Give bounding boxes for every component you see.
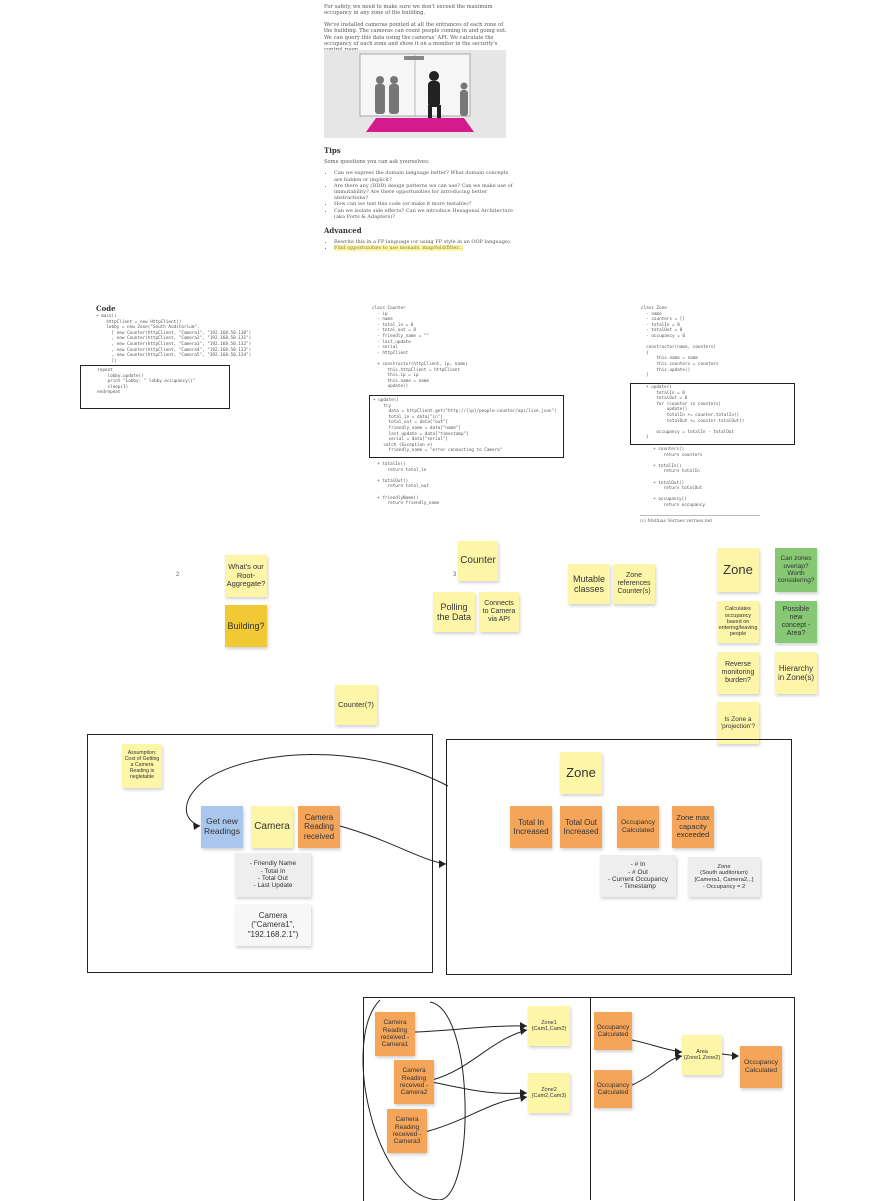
sticky-assumption[interactable]: Assumption: Cost of Getting a Camera Rea… [122, 744, 162, 788]
zone-class-update: + update() totalIn = 0 totalOut = 0 for … [646, 385, 745, 441]
sticky-zone-references[interactable]: Zone references Counter(s) [613, 564, 655, 604]
sticky-can-zones-overlap[interactable]: Can zones overlap? Worth considering? [775, 548, 817, 592]
frame-divider [590, 997, 591, 1200]
sticky-building[interactable]: Building? [225, 605, 267, 647]
sticky-counter[interactable]: Counter [458, 541, 498, 581]
sticky-occupancy-calculated[interactable]: Occupancy Calculated [617, 806, 659, 848]
sticky-reverse-monitoring[interactable]: Reverse monitoring burden? [717, 652, 759, 694]
sticky-area[interactable]: Area {Zone1,Zone2} [682, 1035, 722, 1075]
zone-update-box [630, 383, 795, 445]
zone-class-top: class Zone - name - counters = [] - tota… [641, 306, 719, 379]
advanced-item-highlighted: Find opportunities to use monads, map/fo… [334, 245, 514, 252]
counter-update-box [369, 395, 564, 458]
tip-item: How can we test this code (or make it mo… [334, 201, 514, 207]
camera-example-note[interactable]: Camera ("Camera1", "192.168.2.1") [235, 904, 311, 946]
zone-attributes-note[interactable]: - # In - # Out - Current Occupancy - Tim… [600, 855, 676, 897]
code-heading: Code [96, 304, 116, 313]
marker-number: 3 [453, 572, 457, 578]
tips-section: Tips Some questions you can ask yourselv… [324, 146, 514, 257]
tip-item: Are there any (DDD) design patterns we c… [334, 183, 514, 202]
sticky-area-occupancy[interactable]: Occupancy Calculated [740, 1046, 782, 1088]
sticky-zone-projection[interactable]: Is Zone a 'projection'? [717, 702, 759, 744]
main-code-loop: repeat lobby.update() print "Lobby: " lo… [97, 368, 196, 396]
counter-class-top: class Counter - ip - name - total_in = 0… [372, 306, 468, 390]
sticky-zone2[interactable]: Zone2 {Cam2,Cam3} [528, 1073, 570, 1113]
sticky-get-new-readings[interactable]: Get new Readings [201, 806, 243, 848]
tip-item: Can we isolate side effects? Can we intr… [334, 208, 514, 220]
tips-heading: Tips [324, 146, 341, 155]
sticky-total-out-increased[interactable]: Total Out Increased [560, 806, 602, 848]
main-code-top: + main() httpClient = new HttpClient() l… [96, 314, 252, 364]
sticky-zone-max-capacity[interactable]: Zone max capacity exceeded [672, 806, 714, 848]
sticky-mutable-classes[interactable]: Mutable classes [568, 564, 610, 604]
zone-class-bottom: + counters() return counters + totalIn()… [653, 447, 705, 508]
main-loop-box [80, 365, 230, 409]
tips-intro: Some questions you can ask yourselves: [324, 159, 430, 165]
counter-class-update: + update() try data = httpClient.get("ht… [373, 398, 557, 454]
sticky-zone-title[interactable]: Zone [560, 752, 602, 794]
sticky-camera-reading-received[interactable]: Camera Reading received [298, 806, 340, 848]
sticky-zone1[interactable]: Zone1 {Cam1,Cam2} [528, 1006, 570, 1046]
copyright-text: (c) Mathias Verraes verraes.net [640, 519, 713, 524]
sticky-whats-root-aggregate[interactable]: What's our Root-Aggregate? [225, 555, 267, 597]
tip-item: Can we express the domain language bette… [334, 170, 514, 182]
sticky-total-in-increased[interactable]: Total In Increased [510, 806, 552, 848]
sticky-possible-new-concept[interactable]: Possible new concept - Area? [775, 601, 817, 643]
camera-entrance-illustration [324, 50, 506, 138]
sticky-camera1-reading[interactable]: Camera Reading received - Camera1 [375, 1012, 415, 1056]
copyright-line [640, 515, 760, 516]
multi-zone-frame [363, 997, 795, 1201]
tips-list: Can we express the domain language bette… [324, 170, 514, 220]
zone-context-frame [446, 739, 792, 975]
sticky-camera3-reading[interactable]: Camera Reading received - Camera3 [387, 1109, 427, 1153]
camera-context-frame [87, 734, 433, 973]
advanced-list: Rewrite this in a FP language (or using … [324, 239, 514, 252]
sticky-connects-camera[interactable]: Connects to Camera via API [479, 592, 519, 632]
sticky-zone-heading[interactable]: Zone [717, 548, 759, 592]
camera-attributes-note[interactable]: - Friendly Name - Total In - Total Out -… [235, 853, 311, 897]
counter-class-bottom: + totalIn() return total_in + totalOut()… [377, 462, 440, 507]
sticky-camera[interactable]: Camera [251, 806, 293, 848]
advanced-item: Rewrite this in a FP language (or using … [334, 239, 514, 245]
sticky-calculates-occupancy[interactable]: Calculates occupancy based on entering/l… [717, 601, 759, 643]
sticky-camera2-reading[interactable]: Camera Reading received - Camera2 [394, 1060, 434, 1104]
zone-example-note[interactable]: Zone (South auditorium) [Camera1, Camera… [688, 857, 760, 897]
sticky-zone1-occupancy[interactable]: Occupancy Calculated [594, 1012, 632, 1050]
sticky-hierarchy-zones[interactable]: Hierarchy in Zone(s) [775, 652, 817, 694]
intro-paragraph-1: For safety, we need to make sure we don'… [324, 4, 493, 17]
marker-number: 2 [176, 572, 180, 578]
sticky-zone2-occupancy[interactable]: Occupancy Calculated [594, 1070, 632, 1108]
sticky-counter-question[interactable]: Counter(?) [335, 685, 377, 725]
advanced-heading: Advanced [324, 226, 362, 236]
sticky-polling-data[interactable]: Polling the Data [433, 592, 475, 632]
